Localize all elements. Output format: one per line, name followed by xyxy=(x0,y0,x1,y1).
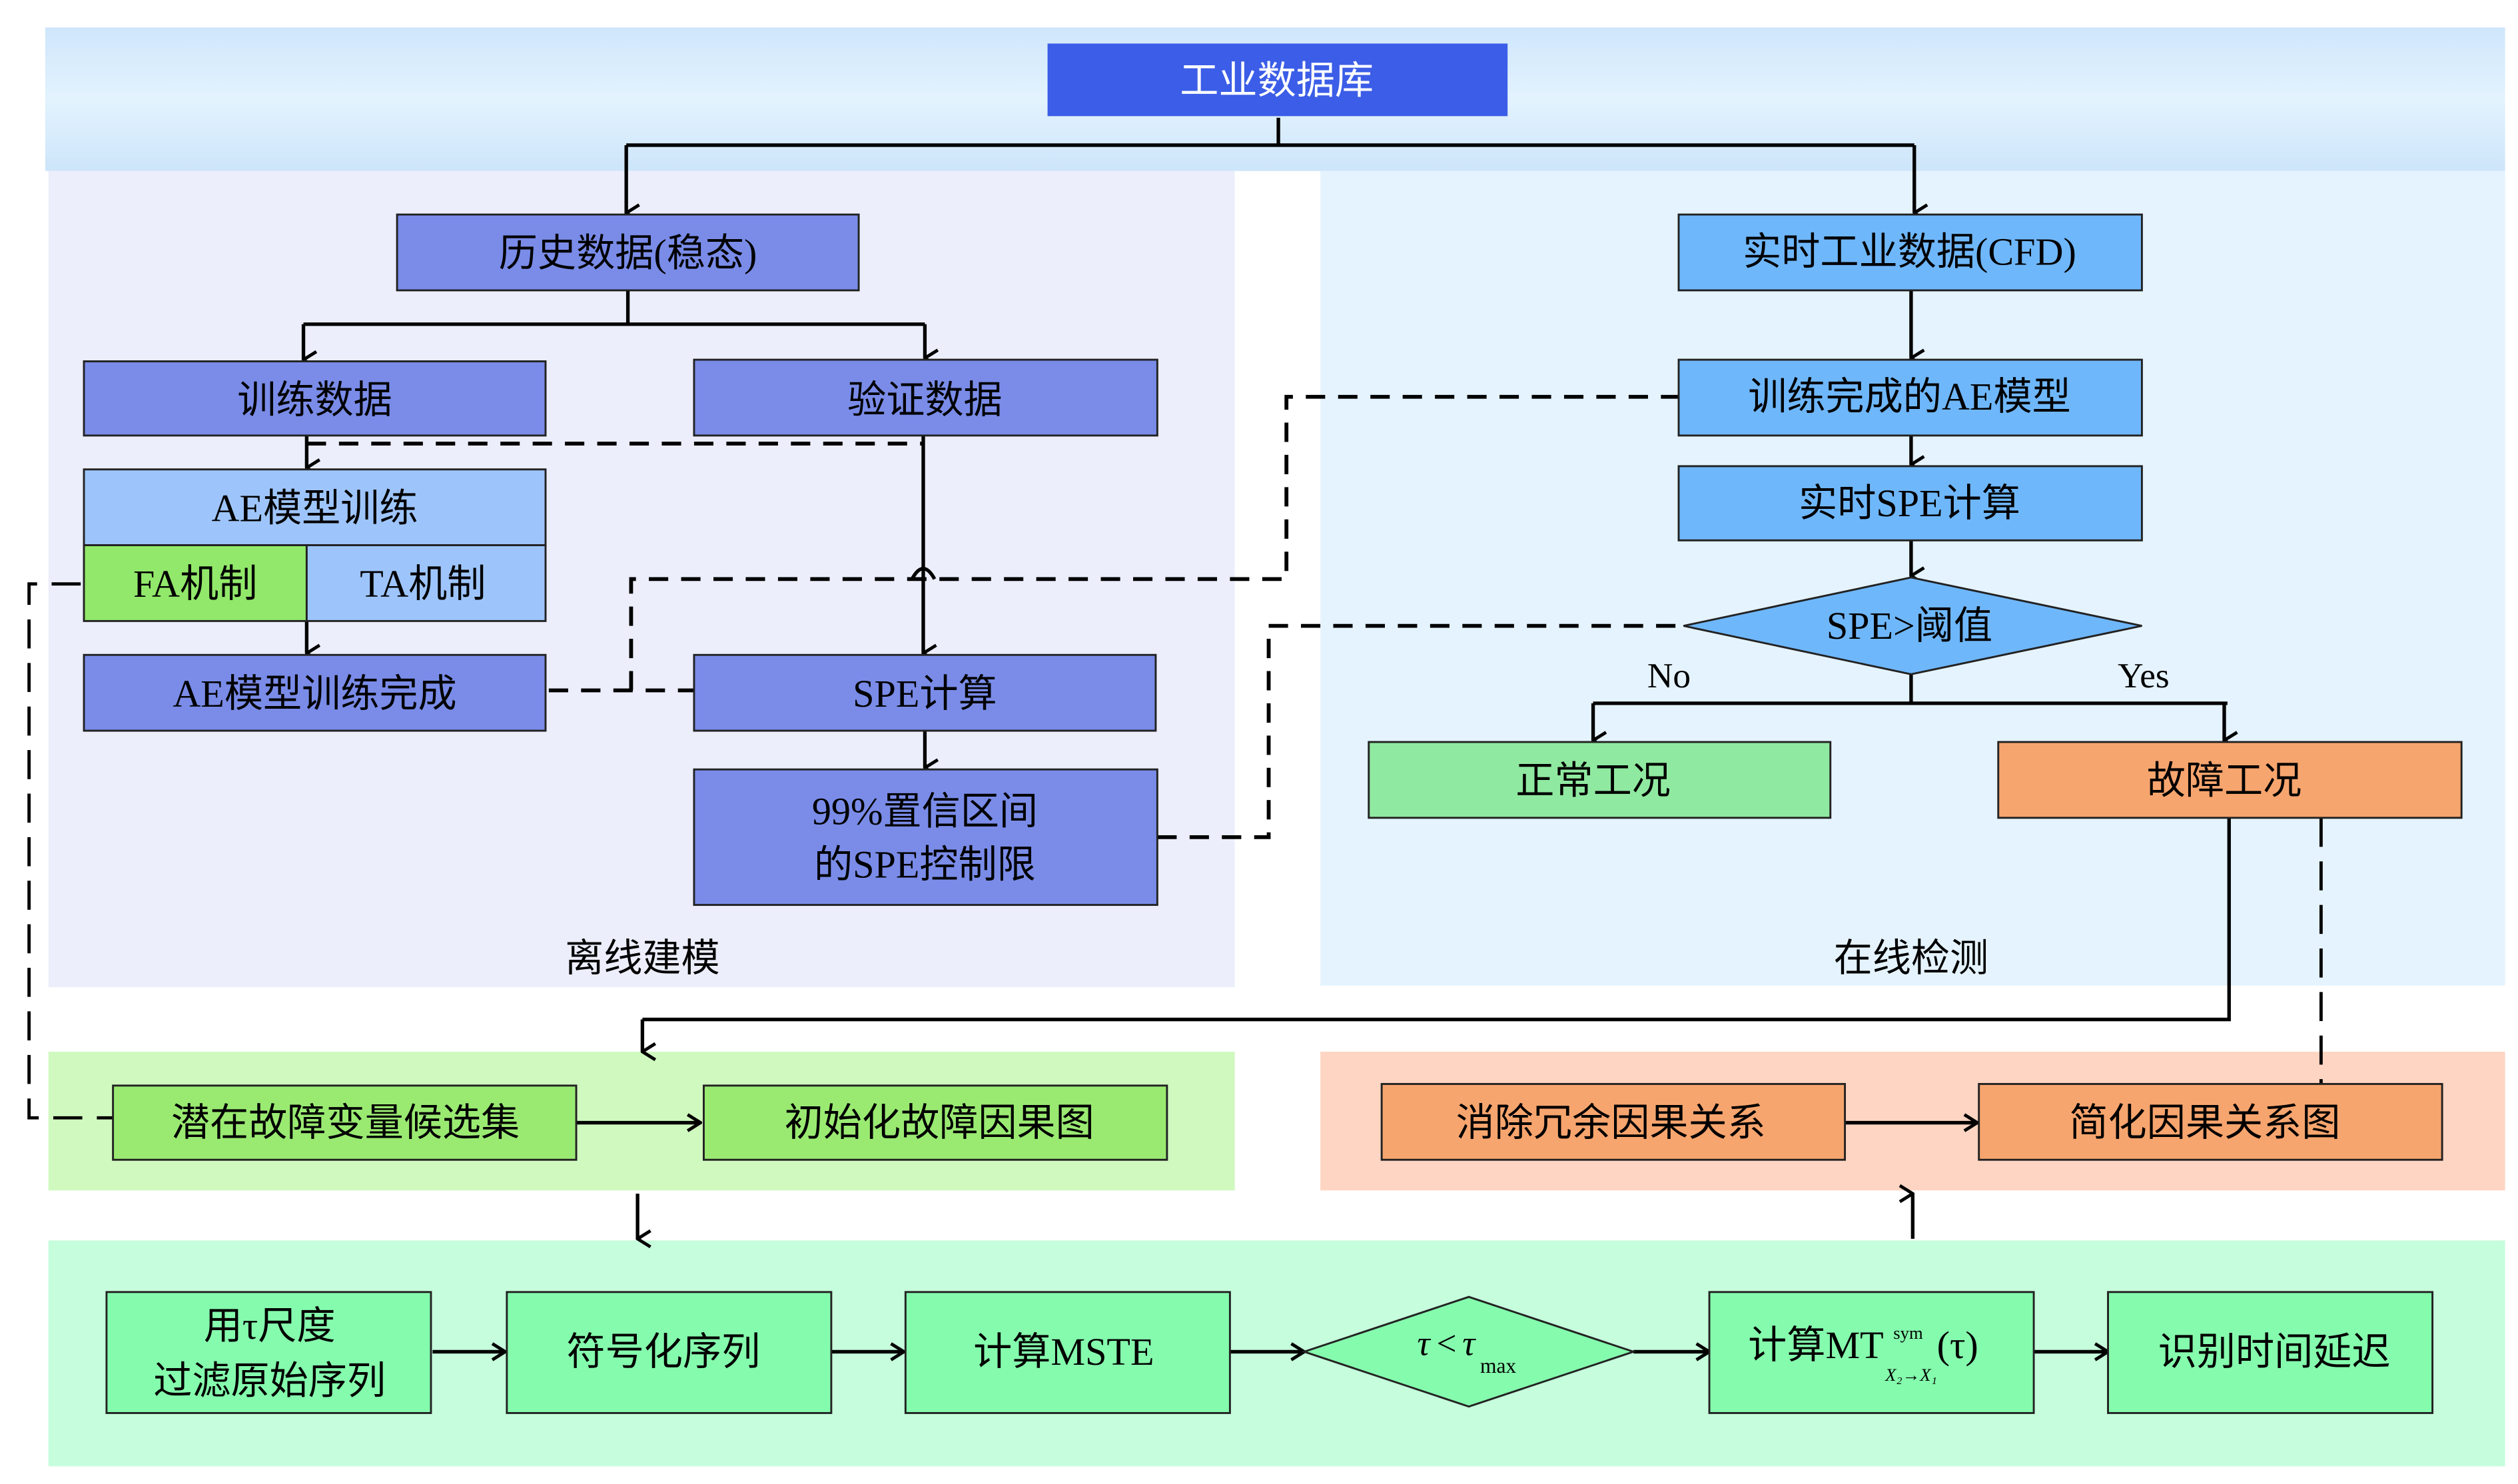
database-label: 工业数据库 xyxy=(1180,59,1374,103)
calc-mt-argument: (τ) xyxy=(1937,1323,1978,1367)
decision-label: SPE>阈值 xyxy=(1827,604,1992,647)
simplified-graph-label: 简化因果关系图 xyxy=(2069,1101,2340,1144)
ae-training-done-label: AE模型训练完成 xyxy=(173,672,456,715)
tau-filter-label-line2: 过滤原始序列 xyxy=(153,1359,386,1403)
normal-condition-node[interactable]: 正常工况 xyxy=(1368,741,1832,819)
realtime-data-node[interactable]: 实时工业数据(CFD) xyxy=(1677,213,2143,292)
yes-branch-label: Yes xyxy=(2118,656,2170,695)
ae-training-label: AE模型训练 xyxy=(211,486,418,530)
calc-mste-node[interactable]: 计算MSTE xyxy=(904,1291,1231,1414)
simplified-graph-node[interactable]: 简化因果关系图 xyxy=(1978,1082,2443,1161)
validation-data-node[interactable]: 验证数据 xyxy=(693,358,1158,437)
history-data-label: 历史数据(稳态) xyxy=(499,232,757,275)
fault-condition-node[interactable]: 故障工况 xyxy=(1997,741,2463,819)
validation-data-label: 验证数据 xyxy=(847,378,1003,422)
tau-condition-label: τ xyxy=(1417,1323,1431,1363)
calc-mt-node[interactable]: 计算MT sym X₂→X₁ (τ) xyxy=(1708,1291,2035,1414)
calc-mt-subscript: X₂→X₁ xyxy=(1885,1365,1937,1385)
identify-delay-label: 识别时间延迟 xyxy=(2158,1330,2391,1373)
remove-redundant-label: 消除冗余因果关系 xyxy=(1456,1101,1766,1144)
init-causal-graph-node[interactable]: 初始化故障因果图 xyxy=(703,1084,1168,1161)
train-data-node[interactable]: 训练数据 xyxy=(83,360,547,437)
normal-condition-label: 正常工况 xyxy=(1515,759,1671,803)
trained-ae-label: 训练完成的AE模型 xyxy=(1748,375,2070,418)
fa-mechanism-label: FA机制 xyxy=(133,562,257,605)
remove-redundant-node[interactable]: 消除冗余因果关系 xyxy=(1380,1082,1847,1161)
candidate-variables-label: 潜在故障变量候选集 xyxy=(171,1101,520,1144)
ae-training-done-node[interactable]: AE模型训练完成 xyxy=(83,653,547,732)
fa-mechanism-node[interactable]: FA机制 xyxy=(83,544,308,622)
dashed-connectors xyxy=(27,394,2323,1120)
spe-calc-node[interactable]: SPE计算 xyxy=(693,653,1157,732)
tau-filter-node[interactable]: 用τ尺度 过滤原始序列 xyxy=(105,1291,432,1414)
symbolize-label: 符号化序列 xyxy=(567,1330,761,1373)
spe-control-limit-node[interactable]: 99%置信区间 的SPE控制限 xyxy=(693,768,1158,907)
calc-mt-label: 计算MT xyxy=(1748,1323,1884,1367)
spe-calc-label: SPE计算 xyxy=(853,672,997,715)
history-data-node[interactable]: 历史数据(稳态) xyxy=(396,213,860,292)
calc-mt-superscript: sym xyxy=(1893,1323,1923,1343)
realtime-spe-label: 实时SPE计算 xyxy=(1799,482,2020,525)
tau-filter-label-line1: 用τ尺度 xyxy=(204,1304,336,1347)
spe-limit-label-line2: 的SPE控制限 xyxy=(814,843,1036,887)
tau-max-decision[interactable]: τ < τ max xyxy=(1301,1296,1637,1408)
ta-mechanism-label: TA机制 xyxy=(360,562,486,605)
fault-condition-label: 故障工况 xyxy=(2147,759,2302,803)
tau-max-subscript: max xyxy=(1480,1354,1516,1377)
offline-region-label: 离线建模 xyxy=(565,936,720,980)
ta-mechanism-node[interactable]: TA机制 xyxy=(305,544,547,622)
symbolize-node[interactable]: 符号化序列 xyxy=(506,1291,833,1414)
calc-mste-label: 计算MSTE xyxy=(973,1330,1154,1373)
init-causal-graph-label: 初始化故障因果图 xyxy=(785,1101,1094,1144)
train-data-label: 训练数据 xyxy=(237,378,392,422)
no-branch-label: No xyxy=(1647,656,1691,695)
realtime-data-label: 实时工业数据(CFD) xyxy=(1743,230,2076,273)
database-node[interactable]: 工业数据库 xyxy=(1047,43,1508,117)
online-region-label: 在线检测 xyxy=(1834,936,1989,980)
identify-delay-node[interactable]: 识别时间延迟 xyxy=(2107,1291,2434,1414)
tau-lt-symbol: < xyxy=(1437,1323,1457,1363)
solid-connectors xyxy=(301,117,2230,1352)
realtime-spe-node[interactable]: 实时SPE计算 xyxy=(1677,465,2143,542)
candidate-variables-node[interactable]: 潜在故障变量候选集 xyxy=(112,1084,578,1161)
ae-training-node[interactable]: AE模型训练 xyxy=(83,468,547,547)
spe-limit-label-line1: 99%置信区间 xyxy=(812,790,1038,833)
trained-ae-node[interactable]: 训练完成的AE模型 xyxy=(1677,358,2143,437)
tau-max-label: τ xyxy=(1462,1323,1476,1363)
spe-threshold-decision[interactable]: SPE>阈值 xyxy=(1683,576,2142,675)
